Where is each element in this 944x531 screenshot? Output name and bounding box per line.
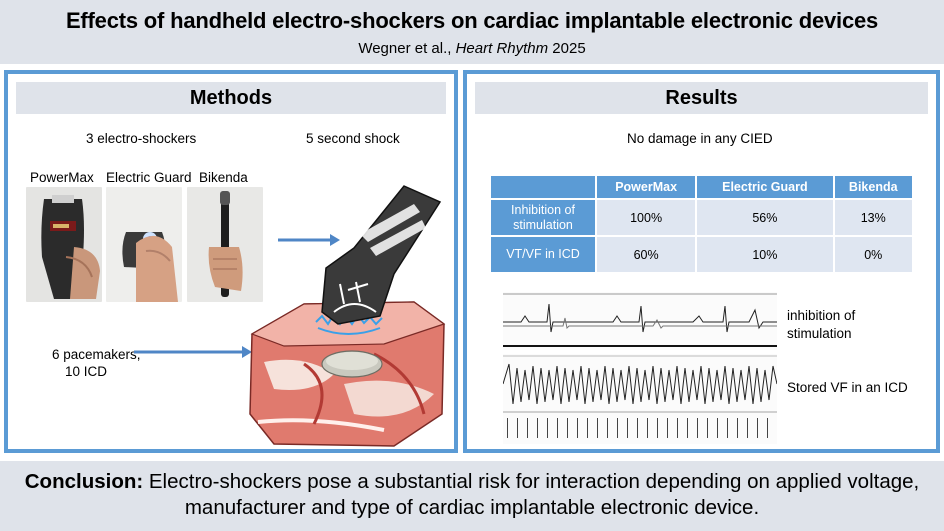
shock-duration-label: 5 second shock <box>306 131 400 146</box>
methods-panel: Methods 3 electro-shockers 5 second shoc… <box>4 70 458 453</box>
ecg-inhibition-trace <box>503 292 777 350</box>
citation-year: 2025 <box>548 40 586 57</box>
results-panel: Results No damage in any CIED PowerMax E… <box>463 70 940 453</box>
table-header-empty <box>489 174 597 200</box>
table-cell: 0% <box>832 235 914 274</box>
ecg1-label-line1: inhibition of <box>787 308 856 323</box>
table-cell: 10% <box>695 235 835 274</box>
conclusion-text-line2: manufacturer and type of cardiac implant… <box>184 496 760 519</box>
table-header-bikenda: Bikenda <box>832 174 914 200</box>
device-label-bikenda: Bikenda <box>199 170 248 185</box>
results-heading: Results <box>475 82 928 114</box>
table-cell: 56% <box>695 198 835 237</box>
table-cell: 100% <box>594 198 698 237</box>
row-label-line1: Inhibition of <box>511 202 575 217</box>
photo-powermax <box>26 187 102 302</box>
row-label-vtvf: VT/VF in ICD <box>489 235 597 274</box>
ecg1-label-line2: stimulation <box>787 326 852 341</box>
device-label-electric-guard: Electric Guard <box>106 170 192 185</box>
header-banner: Effects of handheld electro-shockers on … <box>0 0 944 64</box>
photo-bikenda <box>187 187 263 302</box>
conclusion-line1: Conclusion: Electro-shockers pose a subs… <box>0 469 944 495</box>
conclusion-lead: Conclusion: <box>24 470 144 493</box>
arrow-to-tissue <box>134 346 252 358</box>
implants-line1: 6 pacemakers, <box>52 347 141 362</box>
arrow-to-shocker <box>278 234 340 246</box>
row-label-line1: VT/VF in ICD <box>506 247 580 261</box>
conclusion-banner: Conclusion: Electro-shockers pose a subs… <box>0 461 944 531</box>
table-cell: 60% <box>594 235 698 274</box>
citation: Wegner et al., Heart Rhythm 2025 <box>0 40 944 57</box>
table-header-powermax: PowerMax <box>594 174 698 200</box>
row-label-line2: stimulation <box>513 217 573 232</box>
page-title: Effects of handheld electro-shockers on … <box>65 8 879 33</box>
table-cell: 13% <box>832 198 914 237</box>
implants-line2: 10 ICD <box>65 364 108 379</box>
citation-journal: Heart Rhythm <box>455 40 549 57</box>
shock-illustration <box>249 185 446 447</box>
photo-electric-guard <box>106 187 182 302</box>
table-header-electric-guard: Electric Guard <box>695 174 835 200</box>
results-table: PowerMax Electric Guard Bikenda Inhibiti… <box>489 174 914 274</box>
citation-authors: Wegner et al., <box>358 40 456 57</box>
shockers-label: 3 electro-shockers <box>86 131 197 146</box>
device-label-powermax: PowerMax <box>30 170 94 185</box>
methods-heading: Methods <box>16 82 446 114</box>
table-header-row: PowerMax Electric Guard Bikenda <box>489 174 914 200</box>
results-summary: No damage in any CIED <box>627 131 773 146</box>
ecg-stored-vf-trace <box>502 354 778 444</box>
table-row: VT/VF in ICD 60% 10% 0% <box>489 235 914 274</box>
conclusion-text-line1: Electro-shockers pose a substantial risk… <box>143 470 920 493</box>
ecg2-label: Stored VF in an ICD <box>787 380 908 395</box>
